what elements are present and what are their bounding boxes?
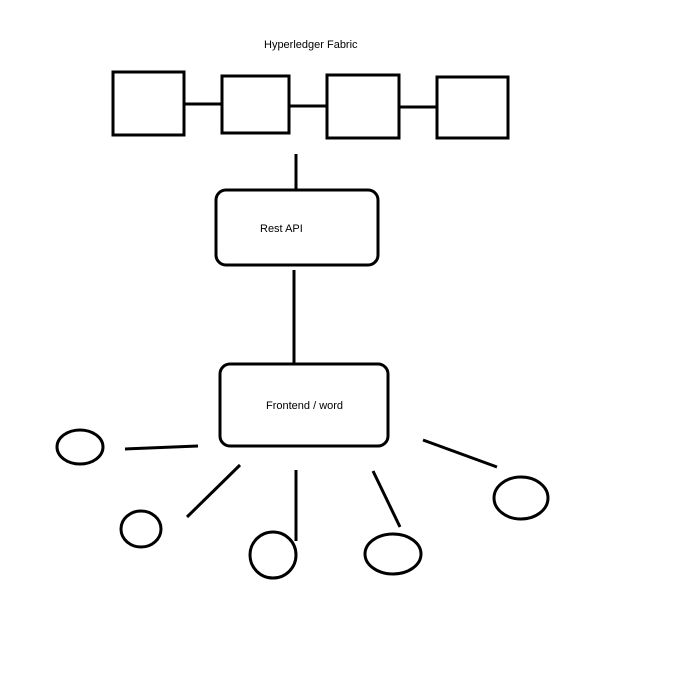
user-connections	[124, 438, 498, 541]
spoke-1	[124, 444, 199, 451]
user-node-5	[492, 475, 550, 521]
user-node-4	[363, 532, 423, 576]
rest-api-node: Rest API	[214, 188, 380, 267]
user-nodes	[55, 428, 550, 580]
user-node-3	[248, 530, 298, 580]
frontend-node: Frontend / word	[218, 362, 390, 448]
frontend-label: Frontend / word	[266, 400, 343, 412]
block-4	[435, 75, 510, 140]
frontend-box	[218, 362, 390, 448]
user-node-2	[119, 509, 163, 549]
rest-api-box	[214, 188, 380, 267]
rest-api-label: Rest API	[260, 223, 303, 235]
blockchain	[111, 70, 510, 140]
diagram-title: Hyperledger Fabric	[264, 39, 358, 51]
spoke-4	[371, 470, 402, 528]
user-node-1	[55, 428, 105, 466]
block-2	[220, 74, 291, 135]
block-1	[111, 70, 186, 137]
spoke-5	[422, 438, 498, 469]
block-3	[325, 73, 401, 140]
spoke-2	[185, 463, 242, 519]
